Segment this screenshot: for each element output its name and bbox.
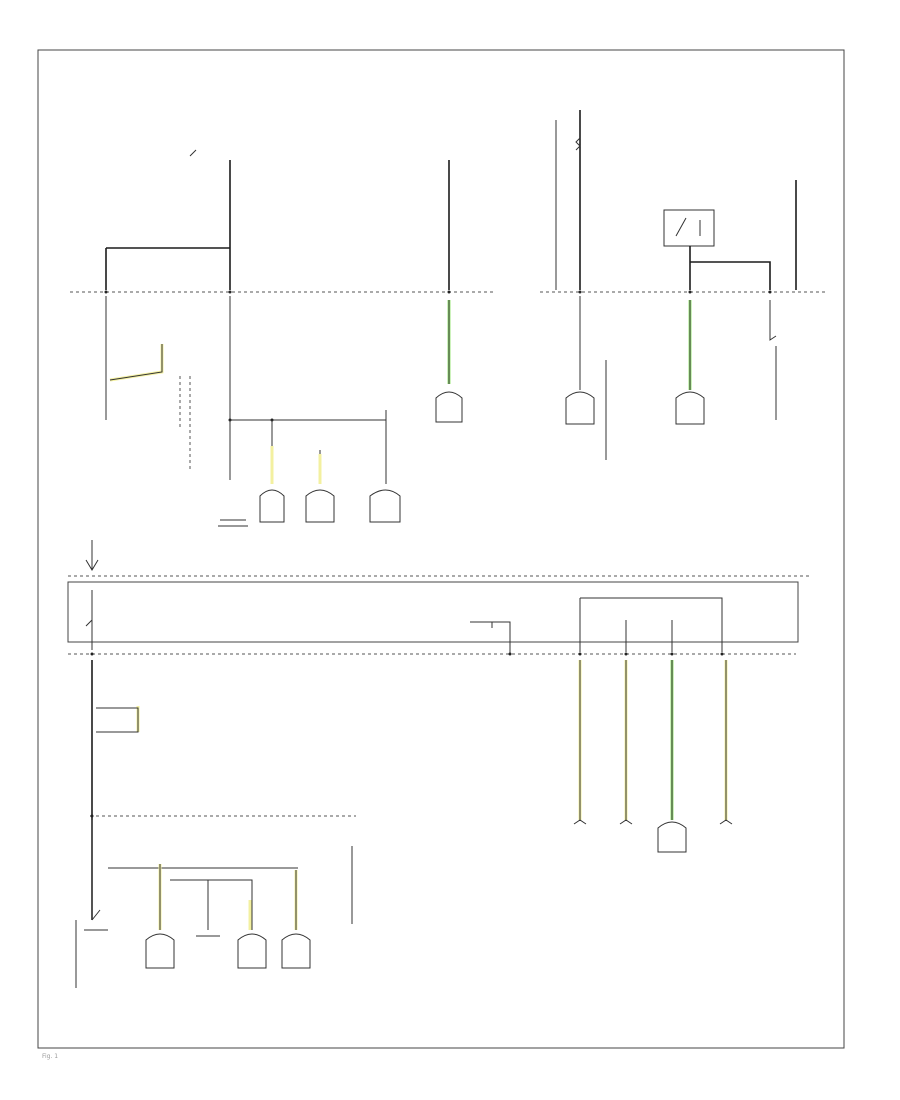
top-left-components	[218, 391, 463, 527]
top-left-branches	[105, 296, 451, 484]
page-reference: Fig. 1	[42, 1053, 58, 1060]
top-right-splice-bus	[540, 290, 826, 294]
top-left-feeds	[105, 149, 450, 290]
bottom-left-circuits	[75, 660, 356, 988]
fuse-box	[67, 540, 810, 656]
top-left-splice-bus	[70, 290, 496, 294]
diagram-frame	[37, 49, 845, 1049]
top-right-branches	[565, 296, 777, 460]
bottom-right-loads	[573, 660, 733, 853]
top-right-feeds	[555, 110, 797, 290]
